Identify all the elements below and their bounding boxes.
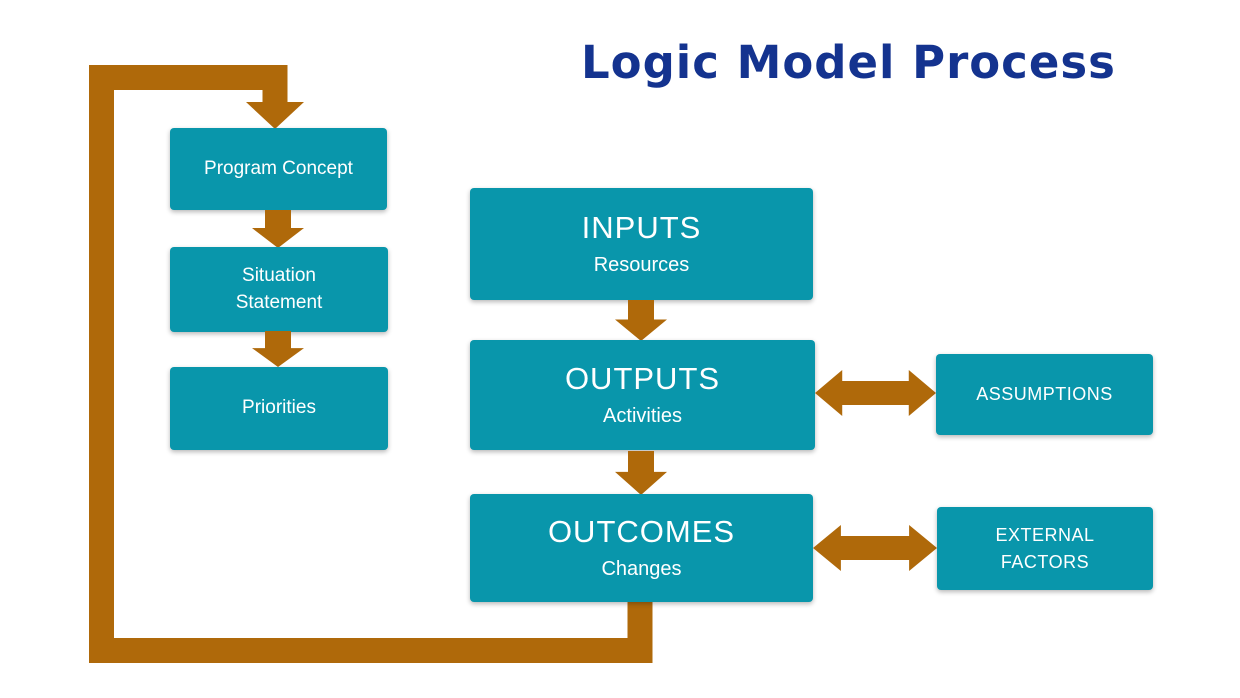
outputs-title: OUTPUTS	[564, 360, 721, 396]
priorities-box: Priorities	[170, 367, 388, 450]
feedback-loop-line	[89, 65, 653, 663]
arrow-down-icon	[615, 300, 667, 341]
outcomes-box: OUTCOMES Changes	[470, 494, 813, 602]
external-factors-label: EXTERNAL FACTORS	[995, 525, 1095, 572]
external-factors-box: EXTERNAL FACTORS	[937, 507, 1153, 590]
outcomes-subtitle: Changes	[601, 558, 682, 581]
program-concept-label: Program Concept	[204, 157, 353, 179]
situation-statement-label: Situation Statement	[235, 264, 323, 313]
inputs-title: INPUTS	[581, 209, 702, 245]
page-title: Logic Model Process	[581, 36, 1116, 89]
double-arrow-icon	[815, 370, 936, 416]
program-concept-box: Program Concept	[170, 128, 387, 210]
situation-statement-box: Situation Statement	[170, 247, 388, 332]
double-arrow-icon	[813, 525, 937, 571]
arrow-down-icon	[615, 451, 667, 495]
outputs-subtitle: Activities	[603, 405, 682, 428]
outcomes-title: OUTCOMES	[547, 513, 736, 549]
priorities-label: Priorities	[242, 397, 316, 419]
assumptions-box: ASSUMPTIONS	[936, 354, 1153, 435]
outputs-box: OUTPUTS Activities	[470, 340, 815, 450]
inputs-box: INPUTS Resources	[470, 188, 813, 300]
arrow-down-icon	[252, 331, 304, 367]
feedback-loop-arrowhead-icon	[246, 102, 304, 129]
inputs-subtitle: Resources	[593, 254, 690, 277]
assumptions-label: ASSUMPTIONS	[976, 384, 1113, 405]
arrow-down-icon	[252, 210, 304, 248]
